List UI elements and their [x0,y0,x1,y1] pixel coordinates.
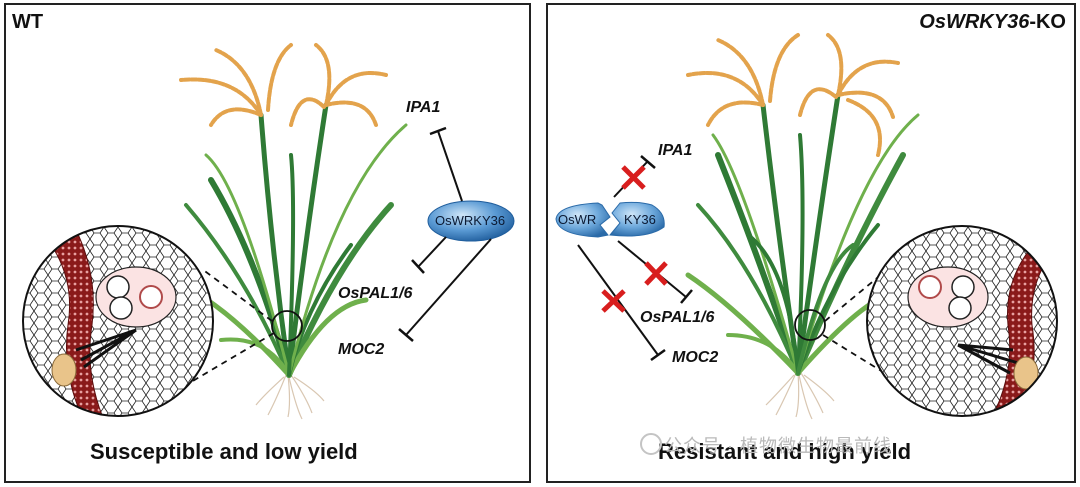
roots [765,372,835,420]
watermark-text: 公众号 · 植物微生物最前线 [664,436,892,456]
protein-label-wt: OsWRKY36 [435,213,506,228]
inhibit-ospal-line [417,236,447,268]
panel-title-ko: OsWRKY36-KO [919,11,1066,34]
panel-title-suffix: -KO [1029,11,1066,33]
cross-section-wt [22,225,214,417]
panicles [179,43,388,127]
block-mark-ospal [644,261,668,286]
oswrky36-protein-shape [427,200,515,242]
ko-illustration [555,33,1058,420]
gene-label-ipa1-wt: IPA1 [406,99,441,116]
gene-label-ospal-ko: OsPAL1/6 [640,309,715,326]
broken-protein-left-shape [555,202,611,238]
block-mark-ipa1 [621,165,646,190]
ko-panel: OsWRKY36-KO OsWR KY36 IPA1 OsPAL1/6 MOC2… [546,3,1076,483]
rice-plant-wt [178,43,408,420]
wt-illustration [22,43,515,420]
wt-panel: WT OsWRKY36 IPA1 OsPAL1/6 MOC2 Susceptib… [4,3,531,483]
protein-fragment-left-label: OsWR [558,212,597,227]
wechat-icon [640,433,662,455]
magnify-target-circle [794,309,826,341]
panel-title-wt: WT [12,11,44,33]
inhibit-moc2-line [405,238,492,336]
caption-ko: Resistant and high yield [658,439,912,464]
inhibit-ipa1-line [437,130,463,202]
magnify-target-circle [271,310,303,342]
cross-section-ko [866,225,1058,417]
regulation-ko [555,155,693,362]
gene-label-ospal-wt: OsPAL1/6 [338,285,413,302]
zoom-line-top [201,268,273,322]
regulation-wt [398,126,515,342]
gene-label-moc2-wt: MOC2 [338,341,385,358]
roots [255,374,325,420]
caption-wt: Susceptible and low yield [90,439,358,464]
panicles [686,33,900,157]
rice-plant-ko [685,33,920,420]
broken-protein-right-shape [609,201,665,237]
panel-title-gene: OsWRKY36 [919,11,1030,33]
gene-label-moc2-ko: MOC2 [672,349,719,366]
gene-label-ipa1-ko: IPA1 [658,142,693,159]
leaves [178,102,408,378]
leaves [685,92,920,376]
protein-fragment-right-label: KY36 [624,212,656,227]
block-mark-moc2 [601,289,626,313]
